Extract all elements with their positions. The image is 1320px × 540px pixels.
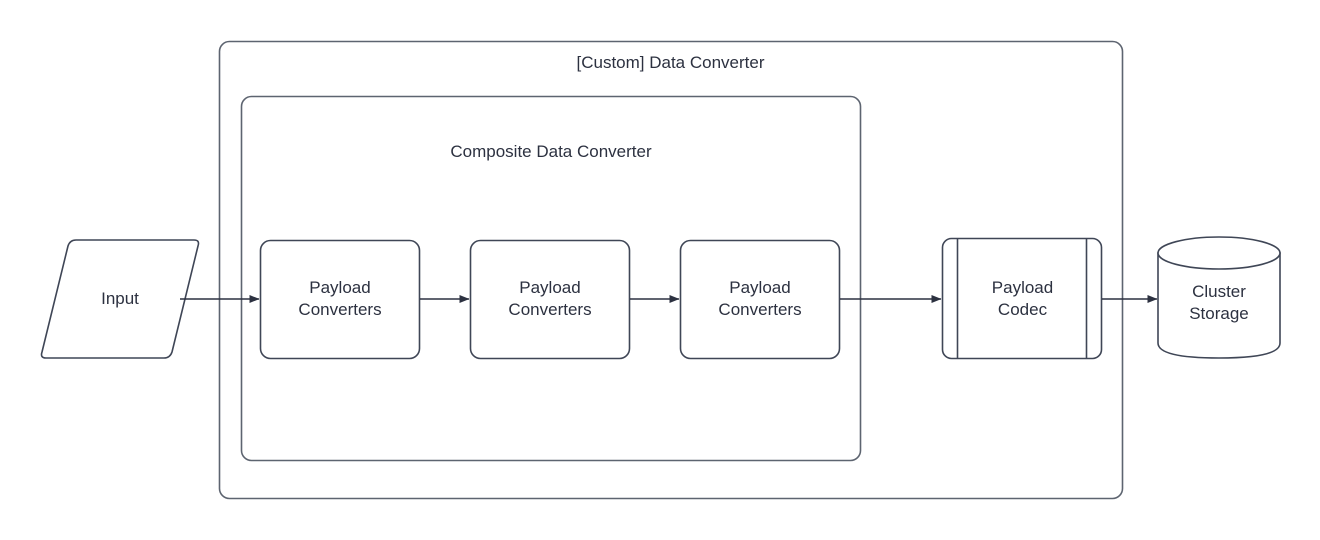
input-shape[interactable] <box>40 239 200 359</box>
payload-converters-2-shape[interactable] <box>469 239 631 360</box>
cluster-storage-node[interactable] <box>1158 237 1280 359</box>
group-custom-data-converter-title: [Custom] Data Converter <box>576 53 765 72</box>
input-node[interactable] <box>40 240 200 359</box>
payload-codec-node[interactable] <box>942 238 1102 359</box>
cluster-storage-shape[interactable] <box>1157 236 1281 359</box>
payload-converters-3-node[interactable] <box>680 240 840 359</box>
payload-codec-shape[interactable] <box>941 237 1103 360</box>
payload-converters-1-shape[interactable] <box>259 239 421 360</box>
group-composite-data-converter-title: Composite Data Converter <box>450 142 652 161</box>
payload-converters-3-shape[interactable] <box>679 239 841 360</box>
payload-converters-2-node[interactable] <box>470 240 630 359</box>
payload-converters-1-node[interactable] <box>260 240 420 359</box>
